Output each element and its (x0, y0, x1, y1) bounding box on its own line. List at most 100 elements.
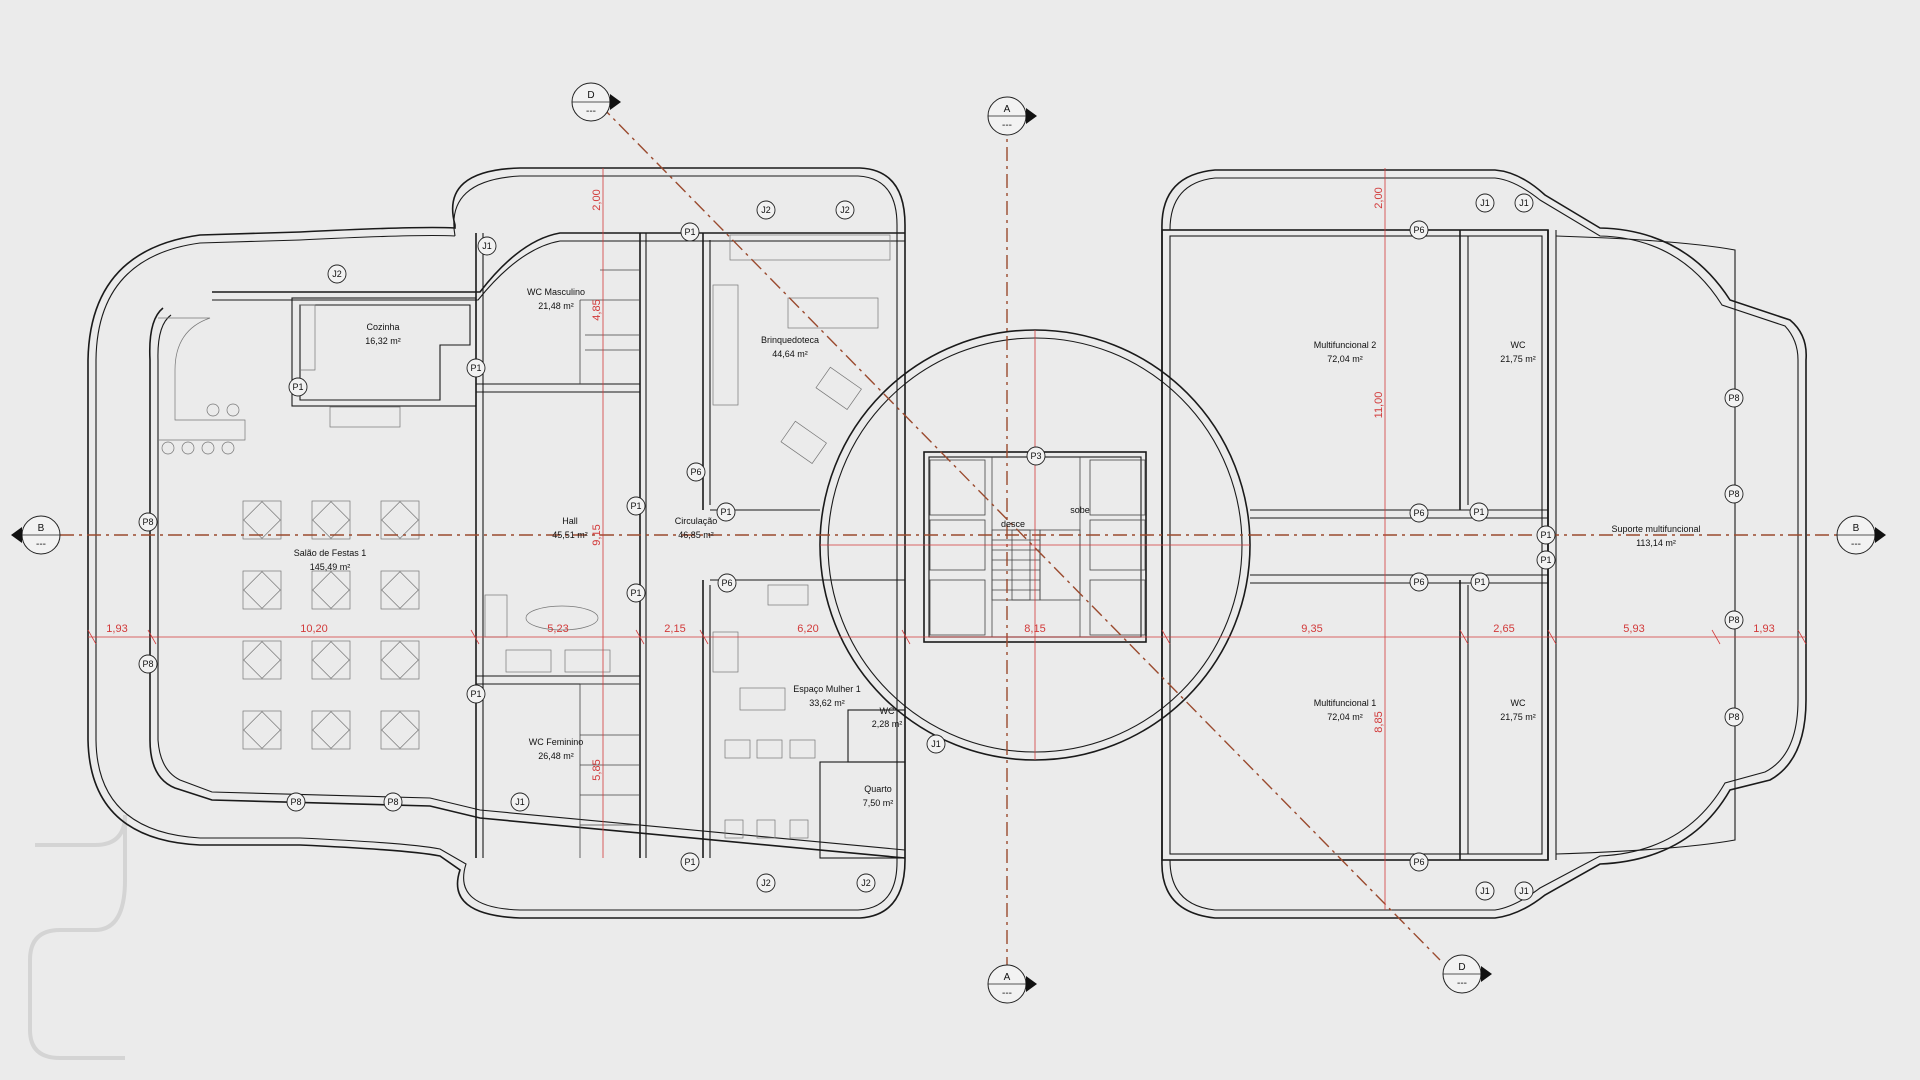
room-name-multifuncional-2: Multifuncional 2 (1314, 340, 1377, 350)
room-name-wc-small: WC (880, 706, 895, 716)
door-tag: P6 (1409, 572, 1429, 592)
door-tag-label: P1 (1474, 577, 1485, 587)
room-area-multifuncional-2: 72,04 m² (1327, 354, 1363, 364)
dining-table (242, 500, 282, 540)
door-tag-label: P8 (387, 797, 398, 807)
door-tag: J1 (1514, 193, 1534, 213)
door-tag: P8 (138, 654, 158, 674)
dim-text: 5,93 (1623, 623, 1644, 635)
door-tag-label: P8 (1728, 712, 1739, 722)
door-tag-label: J2 (840, 205, 850, 215)
door-tag: P1 (1536, 550, 1556, 570)
door-tag: P1 (466, 358, 486, 378)
section-sheet: --- (1851, 539, 1861, 550)
door-tag: J1 (510, 792, 530, 812)
door-tag-label: P6 (1413, 508, 1424, 518)
dim-text: 11,00 (1373, 392, 1385, 419)
dim-text: 6,20 (797, 623, 818, 635)
door-tag: P1 (716, 502, 736, 522)
door-tag-label: P8 (290, 797, 301, 807)
door-tag-label: P1 (470, 689, 481, 699)
section-letter: A (1004, 972, 1011, 983)
section-letter: B (1853, 523, 1860, 534)
dim-text: 4,85 (591, 299, 603, 320)
section-marker: B--- (11, 515, 61, 555)
door-tag-label: J2 (761, 205, 771, 215)
room-area-wc-right-bottom: 21,75 m² (1500, 712, 1536, 722)
door-tag-label: P6 (690, 467, 701, 477)
door-tag: P1 (680, 222, 700, 242)
dim-text: 2,00 (1373, 187, 1385, 208)
room-name-hall: Hall (562, 516, 578, 526)
door-tag-label: J1 (1480, 886, 1490, 896)
room-name-espaco-mulher: Espaço Mulher 1 (793, 684, 861, 694)
dining-table (380, 500, 420, 540)
room-area-multifuncional-1: 72,04 m² (1327, 712, 1363, 722)
dimension-lines (87, 168, 1807, 910)
section-marker: A --- (987, 964, 1037, 1004)
door-tag: P8 (1724, 610, 1744, 630)
door-tag-label: J1 (482, 241, 492, 251)
door-tag-label: J1 (515, 797, 525, 807)
door-tag: P1 (1536, 525, 1556, 545)
door-tag: P1 (288, 377, 308, 397)
section-axes (60, 104, 1860, 975)
section-sheet: --- (1002, 988, 1012, 999)
room-area-brinquedoteca: 44,64 m² (772, 349, 808, 359)
room-area-wc-masculino: 21,48 m² (538, 301, 574, 311)
door-tag-label: J1 (1519, 198, 1529, 208)
stair-label-desce: desce (1001, 519, 1025, 529)
dim-text: 5,23 (547, 623, 568, 635)
door-tag: J2 (856, 873, 876, 893)
door-tag-label: P1 (1473, 507, 1484, 517)
door-tag: P1 (1470, 572, 1490, 592)
section-letter: D (587, 90, 594, 101)
door-tag: P1 (626, 496, 646, 516)
room-area-cozinha: 16,32 m² (365, 336, 401, 346)
room-name-quarto: Quarto (864, 784, 892, 794)
door-tag: J2 (756, 200, 776, 220)
room-area-wc-small: 2,28 m² (872, 719, 903, 729)
dining-table (311, 640, 351, 680)
dim-text: 9,15 (591, 524, 603, 545)
section-marker: D --- (571, 82, 621, 122)
room-area-wc-right-top: 21,75 m² (1500, 354, 1536, 364)
door-tag: J2 (835, 200, 855, 220)
dining-table (242, 710, 282, 750)
dim-text: 9,35 (1301, 623, 1322, 635)
door-tag: P1 (626, 583, 646, 603)
door-tag-label: P8 (142, 517, 153, 527)
section-markers: D---A---B---B---A---D--- (11, 82, 1886, 1004)
section-sheet: --- (586, 106, 596, 117)
door-tag: J1 (1475, 193, 1495, 213)
dimension-labels: 1,93 10,20 5,23 2,15 6,20 8,15 9,35 2,65… (106, 187, 1774, 780)
door-tag-label: P1 (470, 363, 481, 373)
section-marker: A--- (987, 96, 1037, 136)
room-name-wc-right-bottom: WC (1511, 698, 1526, 708)
dining-table (380, 570, 420, 610)
door-tag-label: J1 (1519, 886, 1529, 896)
door-tag-label: P1 (1540, 555, 1551, 565)
door-tag: P1 (466, 684, 486, 704)
door-tag-label: J2 (861, 878, 871, 888)
section-sheet: --- (1457, 978, 1467, 989)
door-tag: P1 (1469, 502, 1489, 522)
dim-text: 8,85 (1373, 711, 1385, 732)
door-tag-label: P1 (720, 507, 731, 517)
door-tag: P6 (1409, 852, 1429, 872)
door-tag-label: J2 (761, 878, 771, 888)
door-tag: P8 (1724, 388, 1744, 408)
right-building-walls (1161, 169, 1807, 919)
furniture-left (158, 234, 891, 839)
section-letter: D (1458, 962, 1465, 973)
section-letter: A (1004, 104, 1011, 115)
room-name-cozinha: Cozinha (366, 322, 399, 332)
room-name-salao: Salão de Festas 1 (294, 548, 367, 558)
door-tag: P8 (286, 792, 306, 812)
dim-text: 2,15 (664, 623, 685, 635)
dim-text: 8,15 (1024, 623, 1045, 635)
door-tag: J1 (477, 236, 497, 256)
door-tag-label: P3 (1030, 451, 1041, 461)
dining-table (242, 570, 282, 610)
